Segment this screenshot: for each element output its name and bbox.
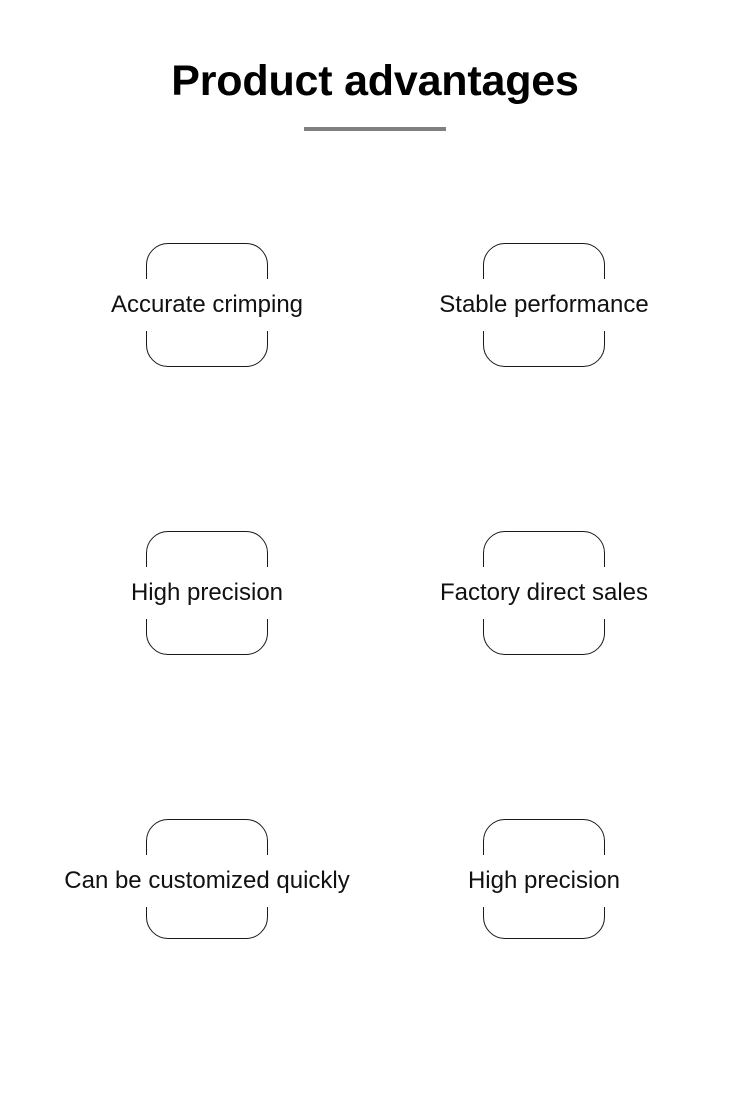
page-title: Product advantages xyxy=(171,57,579,105)
advantage-label-wrap: Factory direct sales xyxy=(374,567,714,619)
advantage-row: Can be customized quickly High precision xyxy=(0,819,750,939)
page-header: Product advantages xyxy=(0,57,750,132)
advantage-label: Accurate crimping xyxy=(104,279,310,331)
advantage-row: Accurate crimping Stable performance xyxy=(0,243,750,367)
advantage-card[interactable]: Can be customized quickly xyxy=(37,819,377,943)
advantage-label-wrap: High precision xyxy=(374,855,714,907)
advantage-row: High precision Factory direct sales xyxy=(0,531,750,655)
advantage-card[interactable]: High precision xyxy=(37,531,377,655)
advantage-label-wrap: Stable performance xyxy=(374,279,714,331)
advantage-label-wrap: Accurate crimping xyxy=(37,279,377,331)
advantage-label-wrap: High precision xyxy=(37,567,377,619)
advantage-label: High precision xyxy=(461,855,627,907)
advantage-card[interactable]: High precision xyxy=(374,819,714,943)
advantage-label: High precision xyxy=(124,567,290,619)
advantage-label: Factory direct sales xyxy=(433,567,655,619)
advantage-label: Can be customized quickly xyxy=(58,855,356,907)
title-divider xyxy=(304,127,446,132)
advantage-card[interactable]: Accurate crimping xyxy=(37,243,377,367)
advantage-label-wrap: Can be customized quickly xyxy=(37,855,377,907)
advantage-card[interactable]: Factory direct sales xyxy=(374,531,714,655)
advantage-card[interactable]: Stable performance xyxy=(374,243,714,367)
advantages-grid: Accurate crimping Stable performance Hig… xyxy=(0,243,750,939)
advantage-label: Stable performance xyxy=(433,279,655,331)
